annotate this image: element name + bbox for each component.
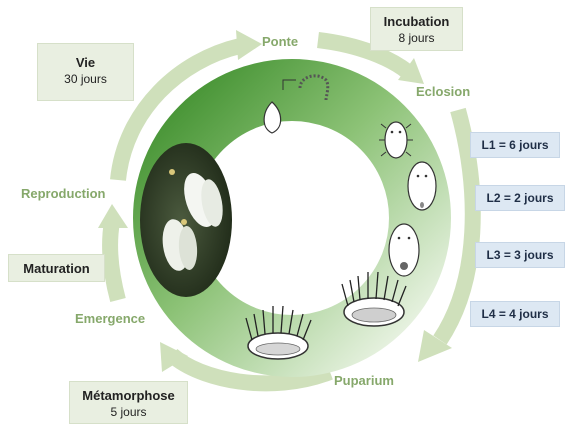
- label-eclosion: Eclosion: [416, 84, 470, 99]
- arrow-emergence-to-reproduction: [110, 222, 118, 300]
- adult-whitefly-photo: [140, 143, 232, 297]
- larva-l2: [408, 162, 436, 210]
- box-maturation: Maturation: [8, 254, 105, 282]
- box-l2: L2 = 2 jours: [475, 185, 565, 211]
- box-l3: L3 = 3 jours: [475, 242, 565, 268]
- label-emergence: Emergence: [75, 311, 145, 326]
- box-vie-title: Vie: [38, 54, 133, 71]
- box-l4: L4 = 4 jours: [470, 301, 560, 327]
- box-maturation-title: Maturation: [9, 260, 104, 277]
- box-l1: L1 = 6 jours: [470, 132, 560, 158]
- box-metamorphose-value: 5 jours: [110, 405, 146, 419]
- box-vie-value: 30 jours: [64, 72, 107, 86]
- label-puparium: Puparium: [334, 373, 394, 388]
- larva-l3: [389, 224, 419, 276]
- label-ponte: Ponte: [262, 34, 298, 49]
- label-reproduction: Reproduction: [21, 186, 106, 201]
- box-metamorphose-title: Métamorphose: [70, 387, 187, 404]
- box-incubation: Incubation 8 jours: [370, 7, 463, 51]
- box-vie: Vie 30 jours: [37, 43, 134, 101]
- box-incubation-title: Incubation: [371, 13, 462, 30]
- box-incubation-value: 8 jours: [398, 31, 434, 45]
- box-metamorphose: Métamorphose 5 jours: [69, 381, 188, 424]
